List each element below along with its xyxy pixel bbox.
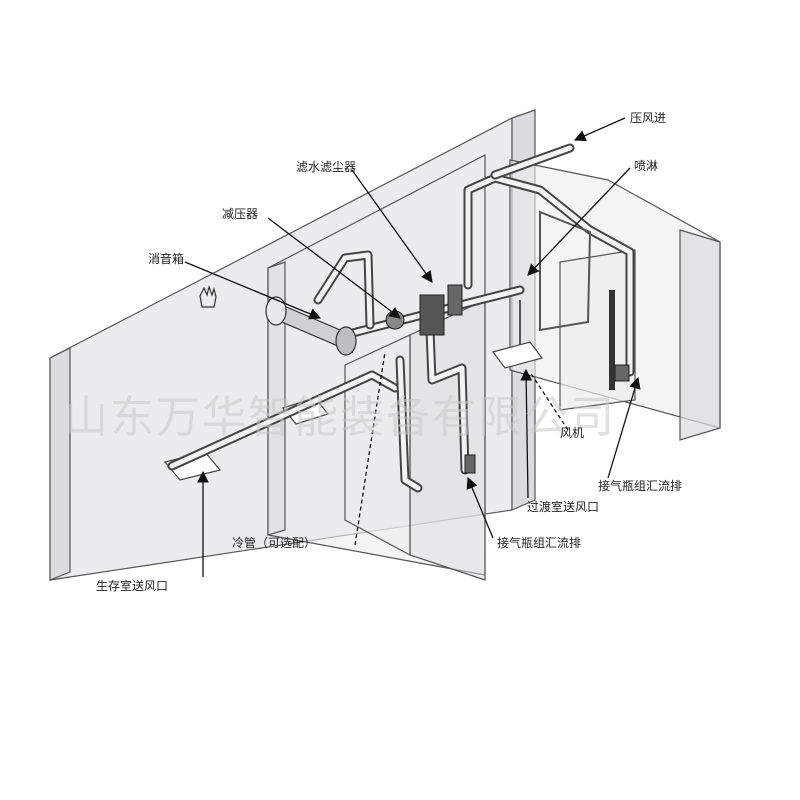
leader-lines xyxy=(184,117,641,577)
label-spray: 喷淋 xyxy=(634,159,658,173)
silencer-cylinder xyxy=(265,296,357,356)
label-inlet: 压风进 xyxy=(630,111,666,125)
hand-icon xyxy=(199,284,217,308)
filter-assembly xyxy=(385,284,630,474)
right-chamber xyxy=(509,159,721,441)
pipe-network xyxy=(167,143,635,493)
watermark-text: 山东万华智能装备有限公司 xyxy=(64,392,616,443)
label-gas-drain-center: 接气瓶组汇流排 xyxy=(497,535,581,550)
label-gas-drain-right: 接气瓶组汇流排 xyxy=(598,478,682,493)
label-transition-outlet: 过渡室送风口 xyxy=(527,499,599,514)
label-fan: 风机 xyxy=(560,426,584,440)
label-survival-outlet: 生存室送风口 xyxy=(96,578,168,593)
label-cold-pipe: 冷管（可选配） xyxy=(232,535,316,550)
label-silencer: 消音箱 xyxy=(148,251,184,266)
label-reducer: 减压器 xyxy=(222,207,258,221)
label-filter: 滤水滤尘器 xyxy=(296,160,356,174)
